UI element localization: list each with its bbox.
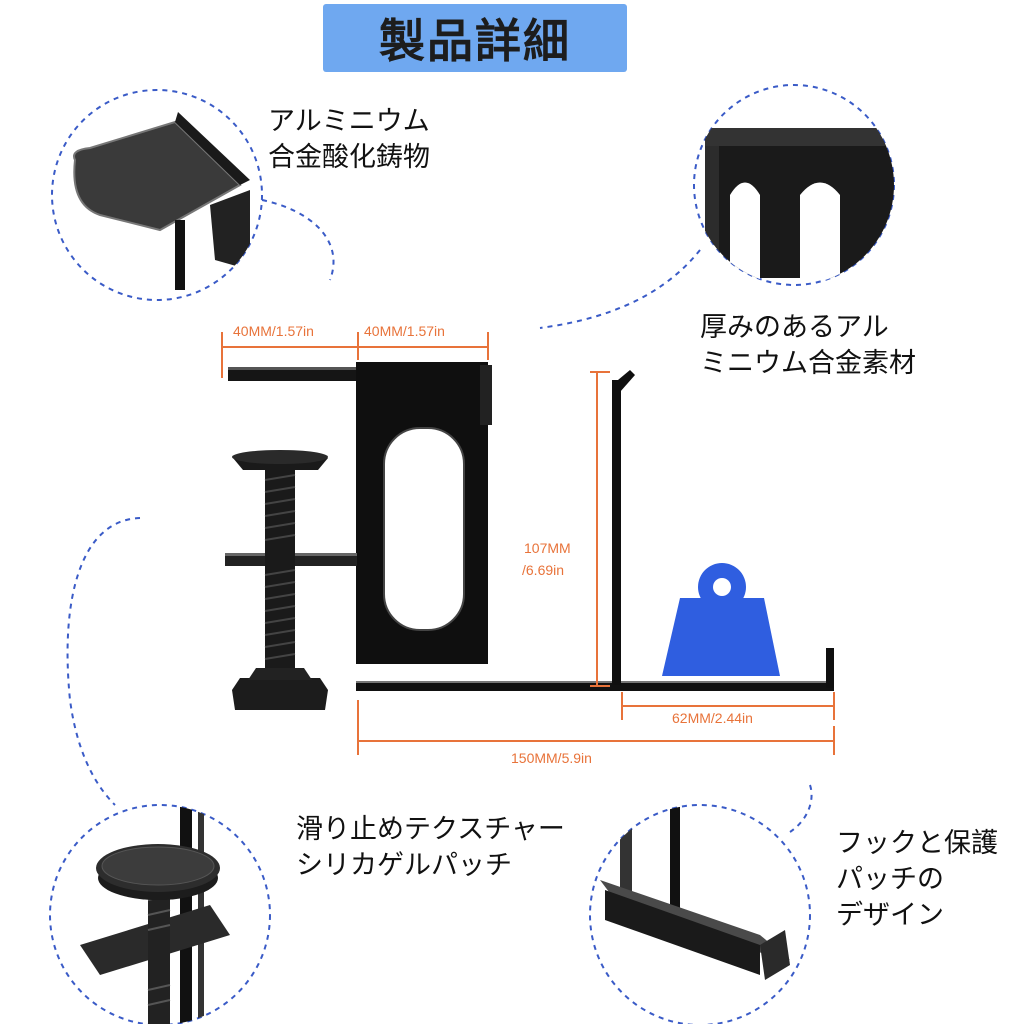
callout-circle-bottom-right xyxy=(589,804,811,1024)
feature-text: 滑り止めテクスチャー xyxy=(296,814,565,845)
dim-label-clamp-width: 40MM/1.57in xyxy=(233,323,314,339)
page-title: 製品詳細 xyxy=(379,14,571,68)
connector-top-left xyxy=(261,199,335,281)
closeup-body xyxy=(705,128,894,285)
callout-circle-bottom-left xyxy=(49,804,271,1024)
dim-label-total-length: 150MM/5.9in xyxy=(511,750,592,766)
callout-circles xyxy=(49,84,895,1024)
feature-text: 厚みのあるアル xyxy=(700,312,889,343)
closeup-hook xyxy=(600,805,790,980)
dimension-lines xyxy=(221,332,835,755)
feature-label-bottom-left: 滑り止めテクスチャー シリカゲルパッチ xyxy=(296,812,565,884)
feature-text: パッチの xyxy=(836,864,944,895)
feature-label-bottom-right: フックと保護 パッチの デザイン xyxy=(836,826,998,934)
dim-label-height-2: /6.69in xyxy=(522,562,565,578)
feature-label-top-right: 厚みのあるアル ミニウム合金素材 xyxy=(700,310,916,382)
feature-text: フックと保護 xyxy=(836,828,998,859)
callout-circle-top-left xyxy=(51,89,263,301)
connector-top-right xyxy=(539,249,701,329)
connector-bottom-left xyxy=(66,517,141,806)
dim-label-height-1: 107MM xyxy=(524,540,571,556)
title-banner: 製品詳細 xyxy=(323,4,627,72)
feature-text: デザイン xyxy=(836,900,944,931)
closeup-top-plate xyxy=(73,112,250,290)
feature-text: 合金酸化鋳物 xyxy=(268,142,430,173)
dim-label-hook-depth: 62MM/2.44in xyxy=(672,710,753,726)
connector-bottom-right xyxy=(789,784,813,833)
feature-text: アルミニウム xyxy=(268,106,430,137)
closeup-clamp-pad xyxy=(80,805,230,1024)
weight-icon xyxy=(662,563,780,676)
feature-text: シリカゲルパッチ xyxy=(296,850,512,881)
feature-label-top-left: アルミニウム 合金酸化鋳物 xyxy=(268,104,430,176)
feature-text: ミニウム合金素材 xyxy=(700,348,916,379)
dim-label-top-width: 40MM/1.57in xyxy=(364,323,445,339)
